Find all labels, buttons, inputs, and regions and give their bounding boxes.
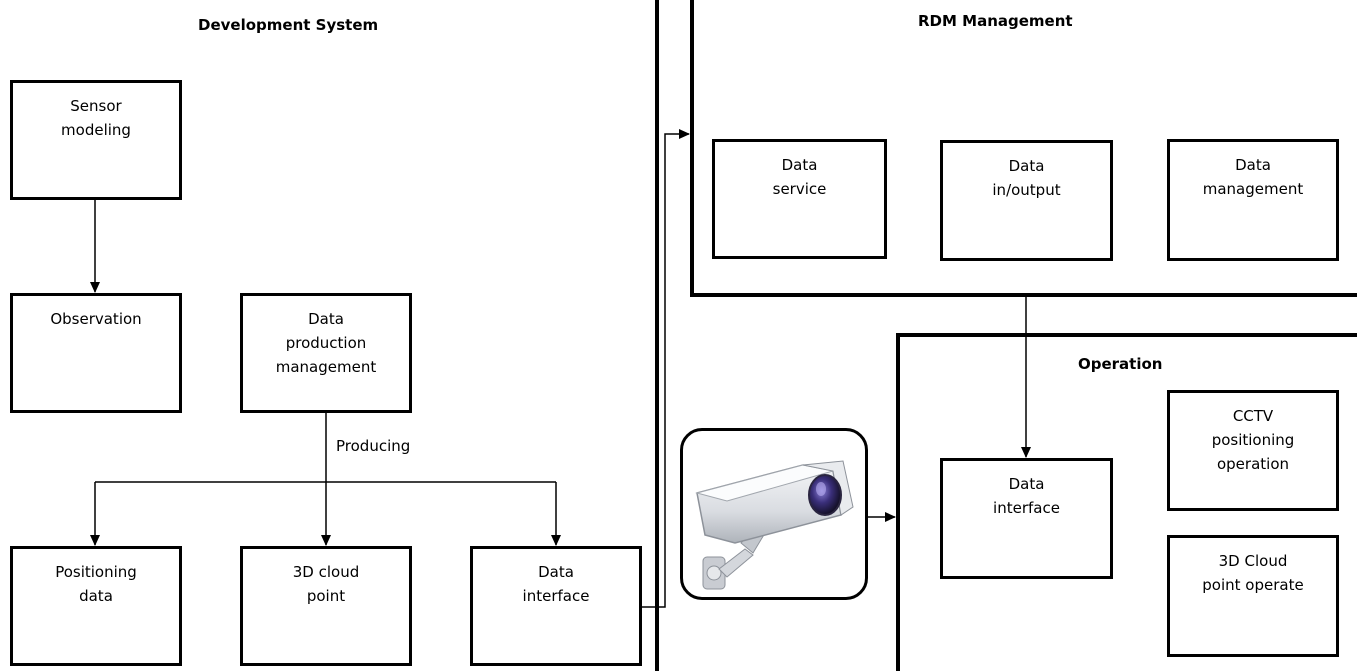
box-label-line: point operate xyxy=(1202,576,1304,594)
3d-cloud-point-operate-box: 3D Cloud point operate xyxy=(1167,535,1339,657)
box-label-line: 3D cloud xyxy=(292,563,360,581)
data-production-management-box: Data production management xyxy=(240,293,412,413)
sensor-modeling-box: Sensor modeling xyxy=(10,80,182,200)
box-label-line: CCTV xyxy=(1232,407,1274,425)
data-in-output-box: Data in/output xyxy=(940,140,1113,261)
cctv-camera-icon xyxy=(695,460,854,590)
rdm-section-border xyxy=(690,0,1357,297)
operation-title: Operation xyxy=(1078,355,1163,373)
box-label-line: data xyxy=(79,587,113,605)
box-label-line: management xyxy=(275,358,377,376)
box-label-line: management xyxy=(1202,180,1304,198)
box-label-line: Data xyxy=(308,310,344,328)
box-label-line: modeling xyxy=(61,121,131,139)
box-label-line: operation xyxy=(1216,455,1290,473)
camera-frame xyxy=(680,428,868,600)
box-label-line: production xyxy=(285,334,367,352)
box-label-line: service xyxy=(772,180,827,198)
box-label-line: Observation xyxy=(50,310,142,328)
data-management-box: Data management xyxy=(1167,139,1339,261)
observation-box: Observation xyxy=(10,293,182,413)
positioning-data-box: Positioning data xyxy=(10,546,182,666)
cctv-positioning-operation-box: CCTV positioning operation xyxy=(1167,390,1339,511)
box-label-line: Sensor xyxy=(70,97,122,115)
box-label-line: in/output xyxy=(992,181,1061,199)
development-system-title: Development System xyxy=(198,16,379,34)
arrow-interface-to-rdm xyxy=(640,129,690,608)
rdm-management-title: RDM Management xyxy=(918,12,1073,30)
box-label-line: Data xyxy=(1008,475,1045,493)
box-label-line: interface xyxy=(522,587,590,605)
data-interface-box: Data interface xyxy=(470,546,642,666)
data-service-box: Data service xyxy=(712,139,887,259)
box-label-line: Data xyxy=(538,563,574,581)
box-label-line: Positioning xyxy=(55,563,137,581)
producing-label: Producing xyxy=(336,437,411,455)
box-label-line: 3D Cloud xyxy=(1218,552,1288,570)
operation-section-border xyxy=(896,333,1357,671)
box-label-line: Data xyxy=(1008,157,1045,175)
box-label-line: interface xyxy=(993,499,1060,517)
box-label-line: point xyxy=(306,587,346,605)
box-label-line: Data xyxy=(1235,156,1271,174)
3d-cloud-point-box: 3D cloud point xyxy=(240,546,412,666)
box-label-line: Data xyxy=(781,156,818,174)
box-label-line: positioning xyxy=(1211,431,1295,449)
operation-data-interface-box: Data interface xyxy=(940,458,1113,579)
